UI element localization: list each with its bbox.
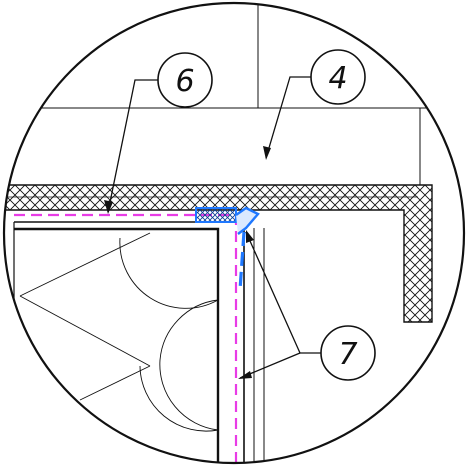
hatched-insulation-band bbox=[4, 184, 433, 323]
callout-6-label: 6 bbox=[175, 64, 194, 99]
window-frame-inner bbox=[14, 227, 220, 463]
seal-tape-block bbox=[195, 207, 237, 223]
callout-4: 4 bbox=[263, 49, 366, 160]
callout-6: 6 bbox=[104, 52, 213, 214]
seal-tape-vertical bbox=[238, 231, 246, 291]
window-frame-outer bbox=[14, 221, 245, 463]
seal-tape-corner bbox=[235, 206, 260, 235]
callout-4-label: 4 bbox=[328, 61, 347, 96]
vapor-membrane bbox=[14, 213, 238, 463]
callout-7-label: 7 bbox=[338, 337, 357, 372]
callout-7: 7 bbox=[238, 230, 376, 381]
insulation-symbol bbox=[19, 232, 219, 432]
